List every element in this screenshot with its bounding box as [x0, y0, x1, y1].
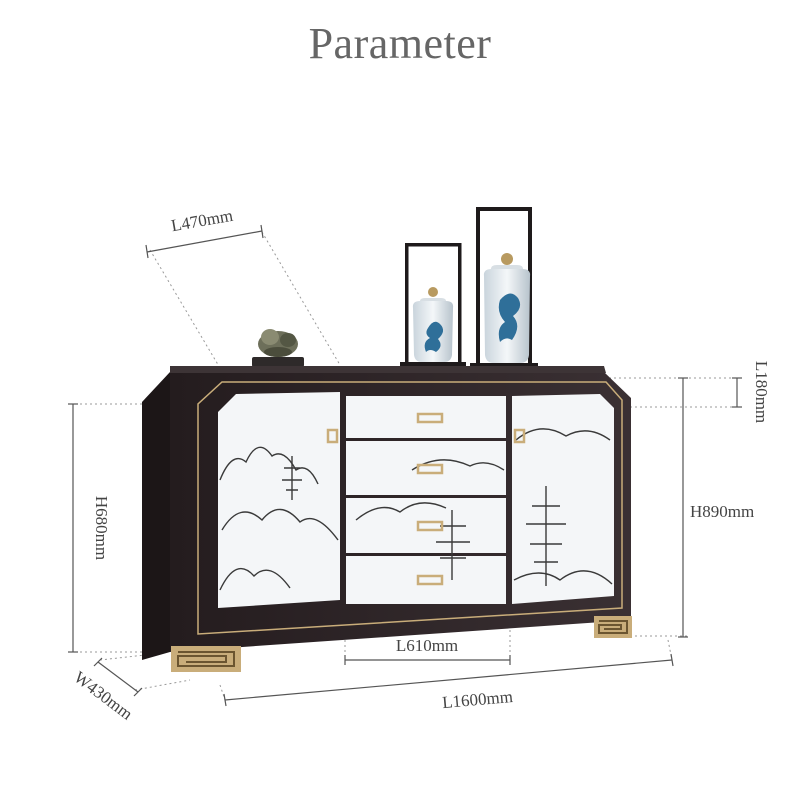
drawer-1: [346, 396, 506, 438]
sideboard: [142, 366, 632, 672]
drawer-2: [346, 441, 506, 495]
label-cabinet-height: H680mm: [92, 496, 111, 560]
left-fret-foot: [171, 646, 241, 672]
label-total-height: H890mm: [690, 502, 754, 521]
page-title: Parameter: [308, 19, 492, 68]
drawer-4: [346, 556, 506, 604]
right-vase-stand: [470, 207, 538, 371]
label-depth: W430mm: [70, 668, 136, 724]
label-drawer-width: L610mm: [396, 636, 458, 655]
label-top-depth: L470mm: [170, 206, 235, 236]
brass-handles: [326, 412, 526, 586]
right-fret-foot: [594, 616, 632, 638]
label-top-height: L180mm: [752, 361, 771, 423]
ink-landscape-art: [219, 428, 613, 591]
rock-ornament: [252, 329, 304, 367]
left-vase-stand: [400, 243, 466, 370]
drawer-3: [346, 498, 506, 553]
label-total-width: L1600mm: [441, 687, 513, 712]
dimension-lines: [68, 224, 742, 707]
